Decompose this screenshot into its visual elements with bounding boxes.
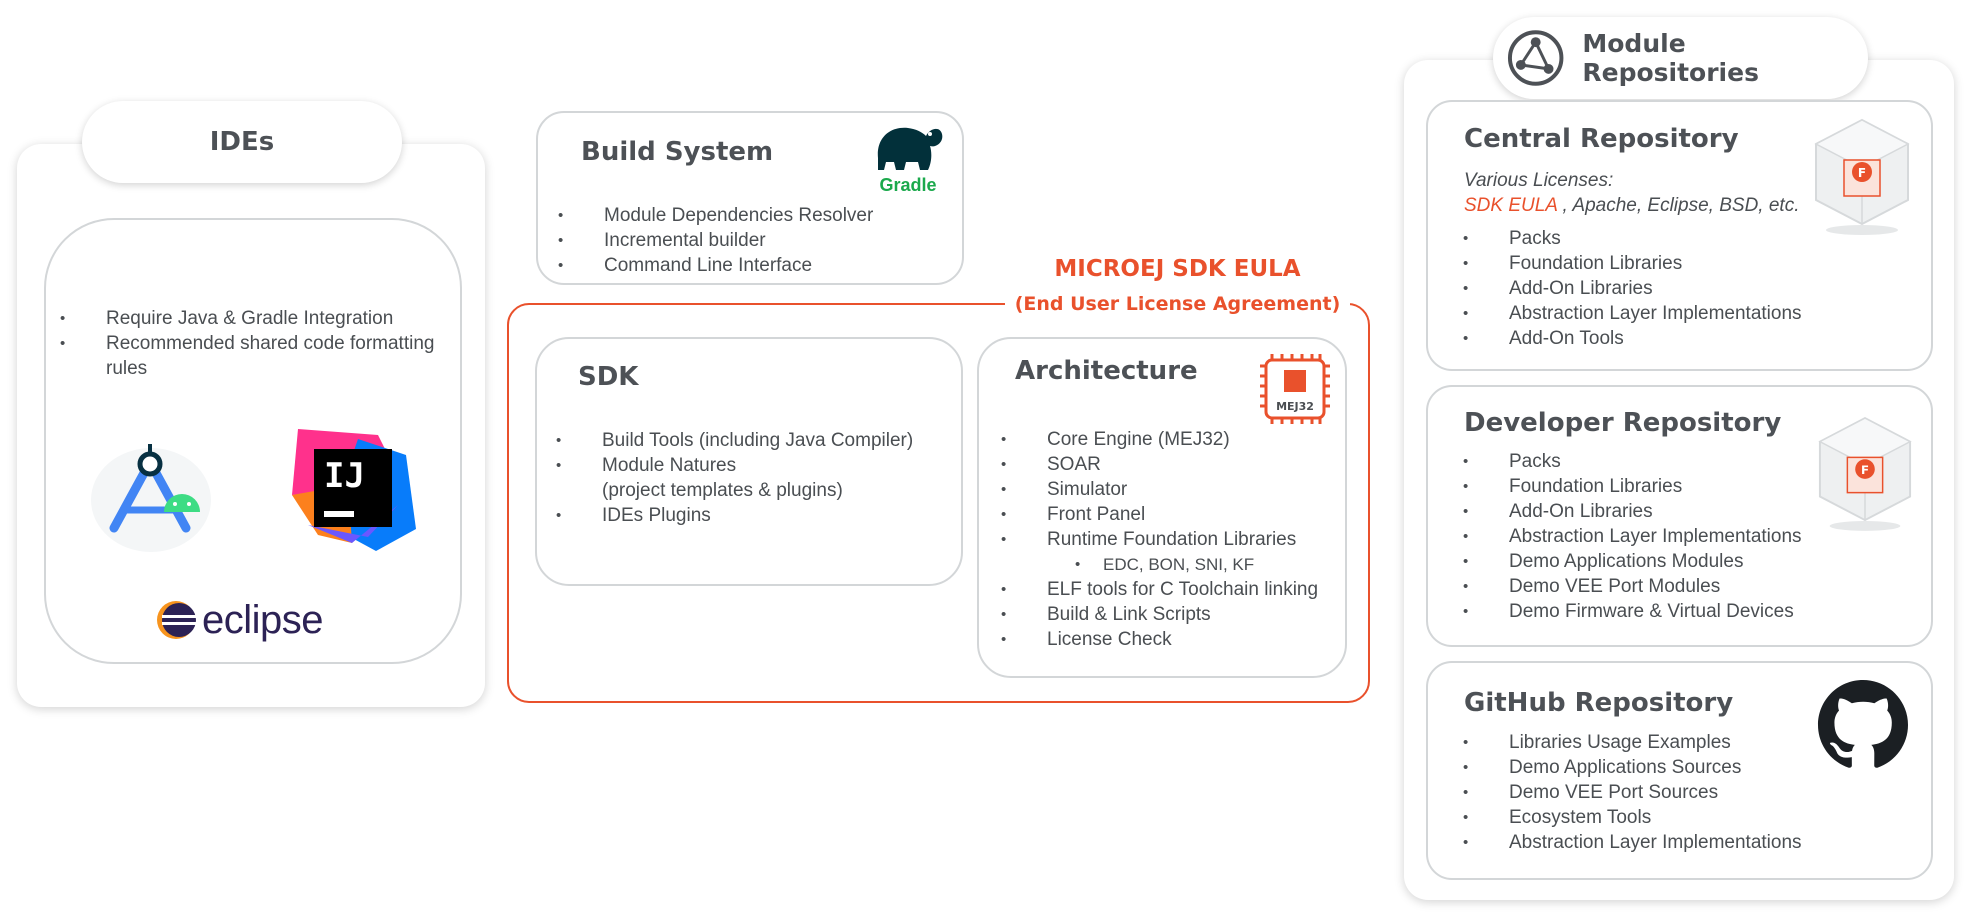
gradle-label: Gradle [879, 175, 937, 195]
list-item: Incremental builder [558, 228, 958, 253]
list-item: Packs [1463, 226, 1923, 251]
eula-frame [507, 303, 1370, 703]
list-item: Abstraction Layer Implementations [1463, 524, 1923, 549]
github-repository-title: GitHub Repository [1464, 688, 1734, 718]
build-system-title: Build System [581, 137, 774, 167]
list-subitem: EDC, BON, SNI, KF [1001, 552, 1351, 577]
list-item: Front Panel [1001, 502, 1351, 527]
svg-text:F: F [1858, 166, 1866, 180]
elephant-icon [877, 127, 943, 170]
build-system-bullets: Module Dependencies Resolver Incremental… [558, 203, 958, 278]
network-globe-icon [1507, 30, 1564, 86]
list-item: Recommended shared code formatting rules [60, 331, 460, 381]
list-item: Ecosystem Tools [1463, 805, 1923, 830]
package-cube-icon: F [1814, 118, 1910, 235]
list-item: Simulator [1001, 477, 1351, 502]
list-item: Demo VEE Port Modules [1463, 574, 1923, 599]
list-item: Command Line Interface [558, 253, 958, 278]
list-item-continuation: (project templates & plugins) [602, 480, 843, 501]
list-item: Foundation Libraries [1463, 251, 1923, 276]
list-item: IDEs Plugins [556, 503, 956, 528]
list-item: License Check [1001, 627, 1351, 652]
list-item: Build Tools (including Java Compiler) [556, 428, 956, 453]
list-item: Add-On Libraries [1463, 499, 1923, 524]
architecture-bullets: Core Engine (MEJ32) SOAR Simulator Front… [1001, 427, 1351, 652]
central-license-line: SDK EULA , Apache, Eclipse, BSD, etc. [1464, 193, 1799, 218]
list-item: Abstraction Layer Implementations [1463, 301, 1923, 326]
ides-box [44, 218, 462, 664]
list-item: Add-On Libraries [1463, 276, 1923, 301]
license-rest: , Apache, Eclipse, BSD, etc. [1557, 195, 1800, 216]
list-item: Add-On Tools [1463, 326, 1923, 351]
eclipse-logo: eclipse [156, 597, 324, 642]
list-item: Libraries Usage Examples [1463, 730, 1923, 755]
list-item: Runtime Foundation Libraries [1001, 527, 1351, 552]
gradle-logo: Gradle [872, 118, 944, 196]
list-item: Foundation Libraries [1463, 474, 1923, 499]
chip-label: MEJ32 [1276, 400, 1314, 413]
module-repositories-title: Module Repositories [1582, 29, 1759, 87]
developer-repository-title: Developer Repository [1464, 408, 1782, 438]
eclipse-wordmark: eclipse [202, 597, 324, 642]
ides-bullets: Require Java & Gradle Integration Recomm… [60, 306, 460, 381]
sdk-bullets: Build Tools (including Java Compiler) Mo… [556, 428, 956, 528]
ides-title: IDEs [209, 127, 275, 157]
list-item: Demo Applications Sources [1463, 755, 1923, 780]
intellij-logo: IJ [292, 429, 416, 551]
eula-title: MICROEJ SDK EULA [1054, 256, 1301, 282]
list-item: Demo VEE Port Sources [1463, 780, 1923, 805]
list-item: Module Natures [556, 453, 956, 478]
list-item: Demo Firmware & Virtual Devices [1463, 599, 1923, 624]
central-repository-title: Central Repository [1464, 124, 1739, 154]
central-license-intro: Various Licenses: [1464, 170, 1614, 191]
module-repositories-title-pill: Module Repositories [1493, 17, 1868, 99]
list-item: SOAR [1001, 452, 1351, 477]
chip-icon: MEJ32 [1260, 354, 1330, 424]
github-repository-bullets: Libraries Usage Examples Demo Applicatio… [1463, 730, 1923, 855]
eula-subtitle: (End User License Agreement) [1014, 293, 1341, 315]
list-item: Require Java & Gradle Integration [60, 306, 460, 331]
intellij-logo-text: IJ [324, 456, 365, 496]
eclipse-icon [157, 601, 196, 639]
list-item: Abstraction Layer Implementations [1463, 830, 1923, 855]
list-item: Packs [1463, 449, 1923, 474]
architecture-title: Architecture [1015, 356, 1198, 386]
list-item: Module Dependencies Resolver [558, 203, 958, 228]
list-item: ELF tools for C Toolchain linking [1001, 577, 1351, 602]
central-repository-bullets: Packs Foundation Libraries Add-On Librar… [1463, 226, 1923, 351]
developer-repository-bullets: Packs Foundation Libraries Add-On Librar… [1463, 449, 1923, 624]
license-highlight: SDK EULA [1464, 195, 1558, 216]
list-item: Build & Link Scripts [1001, 602, 1351, 627]
list-item: Demo Applications Modules [1463, 549, 1923, 574]
sdk-title: SDK [578, 362, 639, 392]
ides-title-pill: IDEs [82, 101, 402, 183]
android-studio-logo [91, 444, 211, 552]
eula-title-mask [1005, 252, 1350, 324]
list-item: Core Engine (MEJ32) [1001, 427, 1351, 452]
